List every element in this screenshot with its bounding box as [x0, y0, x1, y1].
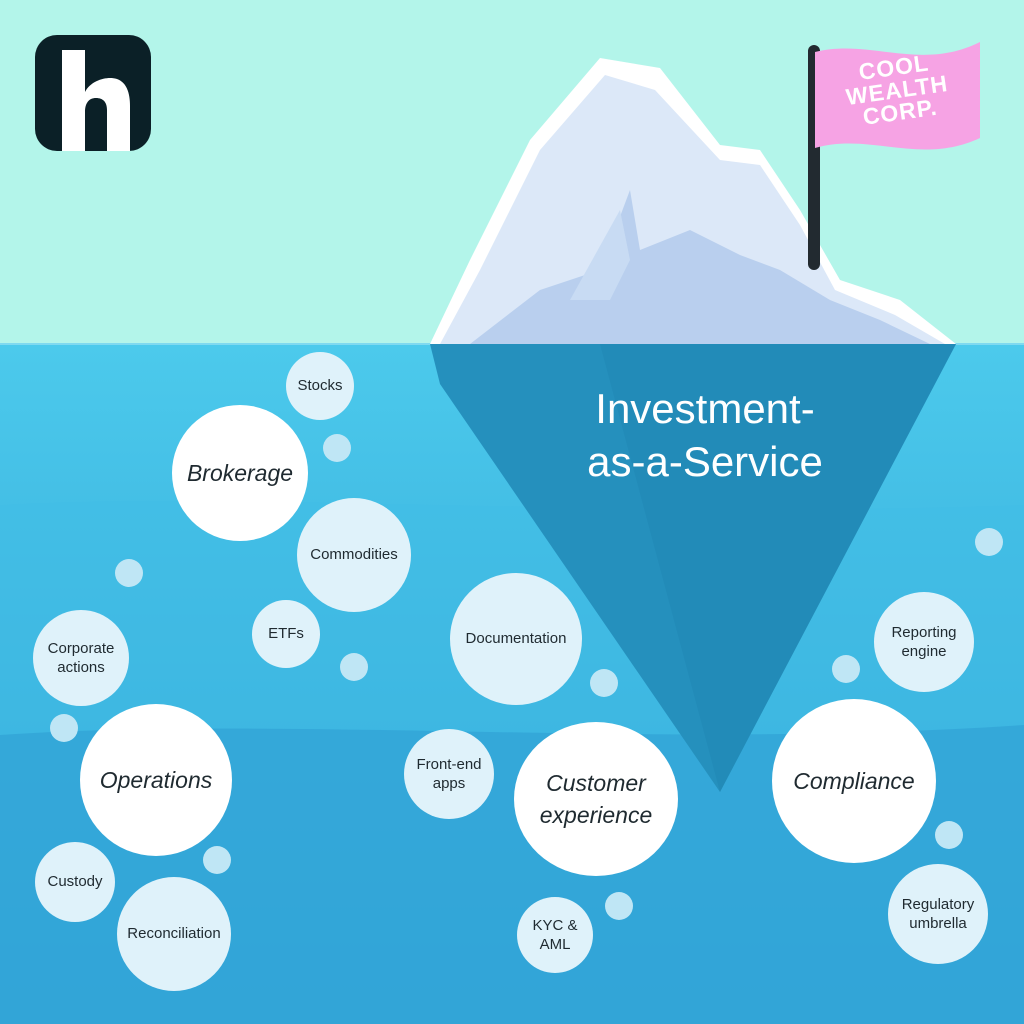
bubble-custody: Custody [35, 842, 115, 922]
flag [815, 42, 980, 150]
bubble-etfs: ETFs [252, 600, 320, 668]
iceberg-top-crevice [570, 210, 630, 300]
decorative-dot [832, 655, 860, 683]
decorative-dot [50, 714, 78, 742]
decorative-dot [203, 846, 231, 874]
bubble-commodities: Commodities [297, 498, 411, 612]
decorative-dot [340, 653, 368, 681]
iceberg-underwater-shade [600, 344, 956, 792]
bubble-customer-experience: Customer experience [514, 722, 678, 876]
decorative-dot [115, 559, 143, 587]
iceberg-top-shade [440, 75, 945, 344]
bubble-compliance: Compliance [772, 699, 936, 863]
bubble-regulatory-umbrella: Regulatory umbrella [888, 864, 988, 964]
decorative-dot [323, 434, 351, 462]
logo-letter [62, 50, 130, 151]
water-band-deep [0, 725, 1024, 1024]
diagram-title: Investment- as-a-Service [587, 385, 823, 486]
bubble-documentation: Documentation [450, 573, 582, 705]
bubble-corporate-actions: Corporate actions [33, 610, 129, 706]
bubble-reconciliation: Reconciliation [117, 877, 231, 991]
bubble-kyc-aml: KYC & AML [517, 897, 593, 973]
decorative-dot [935, 821, 963, 849]
iceberg-top-shadow [470, 190, 930, 344]
bubble-brokerage: Brokerage [172, 405, 308, 541]
decorative-dot [605, 892, 633, 920]
bubble-stocks: Stocks [286, 352, 354, 420]
bubble-reporting-engine: Reporting engine [874, 592, 974, 692]
bubble-operations: Operations [80, 704, 232, 856]
bubble-front-end-apps: Front-end apps [404, 729, 494, 819]
decorative-dot [975, 528, 1003, 556]
decorative-dot [590, 669, 618, 697]
